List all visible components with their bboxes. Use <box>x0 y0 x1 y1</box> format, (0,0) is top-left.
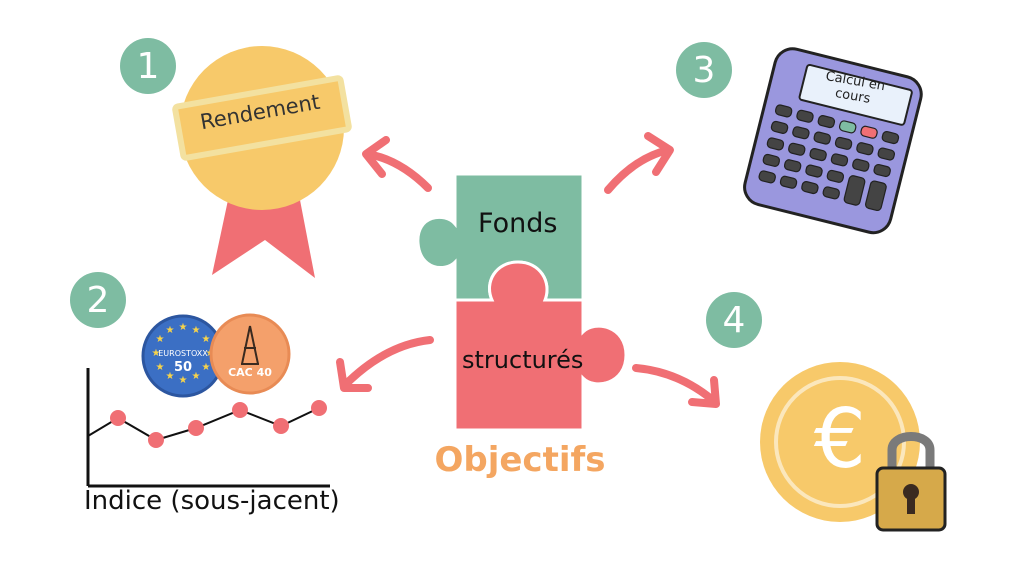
svg-text:★: ★ <box>192 371 201 382</box>
arrow-to-euro-head <box>688 376 720 408</box>
calculator-icon <box>743 47 923 235</box>
step-badge-3: 3 <box>676 42 732 98</box>
chart-point <box>232 402 248 418</box>
svg-text:★: ★ <box>166 371 175 382</box>
svg-text:★: ★ <box>202 362 211 373</box>
puzzle-label-fonds: Fonds <box>478 208 558 239</box>
diagram-title: Objectifs <box>434 440 606 480</box>
arrow-to-indice <box>341 336 434 389</box>
arrow-to-euro <box>632 364 719 406</box>
chart-point <box>188 420 204 436</box>
chart-point <box>311 400 327 416</box>
chart-point <box>148 432 164 448</box>
padlock-icon <box>875 432 947 532</box>
rendement-medal <box>172 46 352 278</box>
svg-text:★: ★ <box>166 325 175 336</box>
svg-text:★: ★ <box>179 375 188 386</box>
eurostoxx-50-label: 50 <box>173 360 193 375</box>
eurostoxx-label: EUROSTOXX <box>158 349 208 358</box>
eiffel-tower-icon <box>241 325 259 365</box>
medal-ribbon <box>212 200 315 278</box>
cac40-label: CAC 40 <box>228 366 272 379</box>
svg-text:★: ★ <box>202 334 211 345</box>
arrow-to-rendement <box>364 150 432 192</box>
svg-text:★: ★ <box>156 362 165 373</box>
arrow-to-calculator-head <box>644 132 674 176</box>
svg-text:★: ★ <box>192 325 201 336</box>
puzzle-pieces <box>416 172 628 432</box>
arrows <box>336 132 720 408</box>
step-badge-1: 1 <box>120 38 176 94</box>
cac40-badge <box>209 313 291 395</box>
svg-text:★: ★ <box>156 334 165 345</box>
arrow-to-indice-head <box>336 358 372 392</box>
svg-text:★: ★ <box>179 322 188 333</box>
arrow-to-rendement-head <box>362 136 390 178</box>
step-badge-4: 4 <box>706 292 762 348</box>
euro-symbol: € <box>813 392 867 487</box>
svg-text:★: ★ <box>152 348 161 359</box>
arrow-to-calculator <box>604 146 672 194</box>
index-axis-label: Indice (sous-jacent) <box>84 486 340 516</box>
chart-point <box>110 410 126 426</box>
chart-point <box>273 418 289 434</box>
step-badge-2: 2 <box>70 272 126 328</box>
rendement-banner <box>172 75 352 161</box>
puzzle-label-structures: structurés <box>462 346 584 374</box>
puzzle-piece-structures <box>453 260 628 432</box>
index-chart <box>86 368 330 488</box>
